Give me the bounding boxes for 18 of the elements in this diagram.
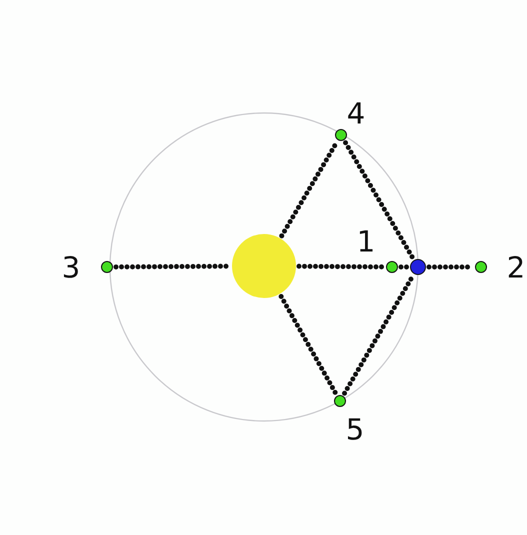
point-number: 5 xyxy=(346,416,364,444)
dotted-line xyxy=(398,264,410,270)
dotted-line xyxy=(343,140,415,260)
dotted-line xyxy=(279,140,339,238)
point-dot xyxy=(334,395,346,407)
dotted-line xyxy=(296,264,386,270)
point-number: 2 xyxy=(506,254,526,282)
planet-dot xyxy=(410,259,426,275)
point-dot xyxy=(335,129,347,141)
dotted-line xyxy=(278,294,338,396)
point-number: 4 xyxy=(346,100,366,128)
point-number: 3 xyxy=(62,254,80,282)
dotted-line xyxy=(114,264,232,270)
point-number: 1 xyxy=(356,228,376,256)
point-dot xyxy=(101,261,113,273)
point-dot xyxy=(386,261,398,273)
dotted-line xyxy=(342,274,415,396)
point-dot xyxy=(475,261,487,273)
